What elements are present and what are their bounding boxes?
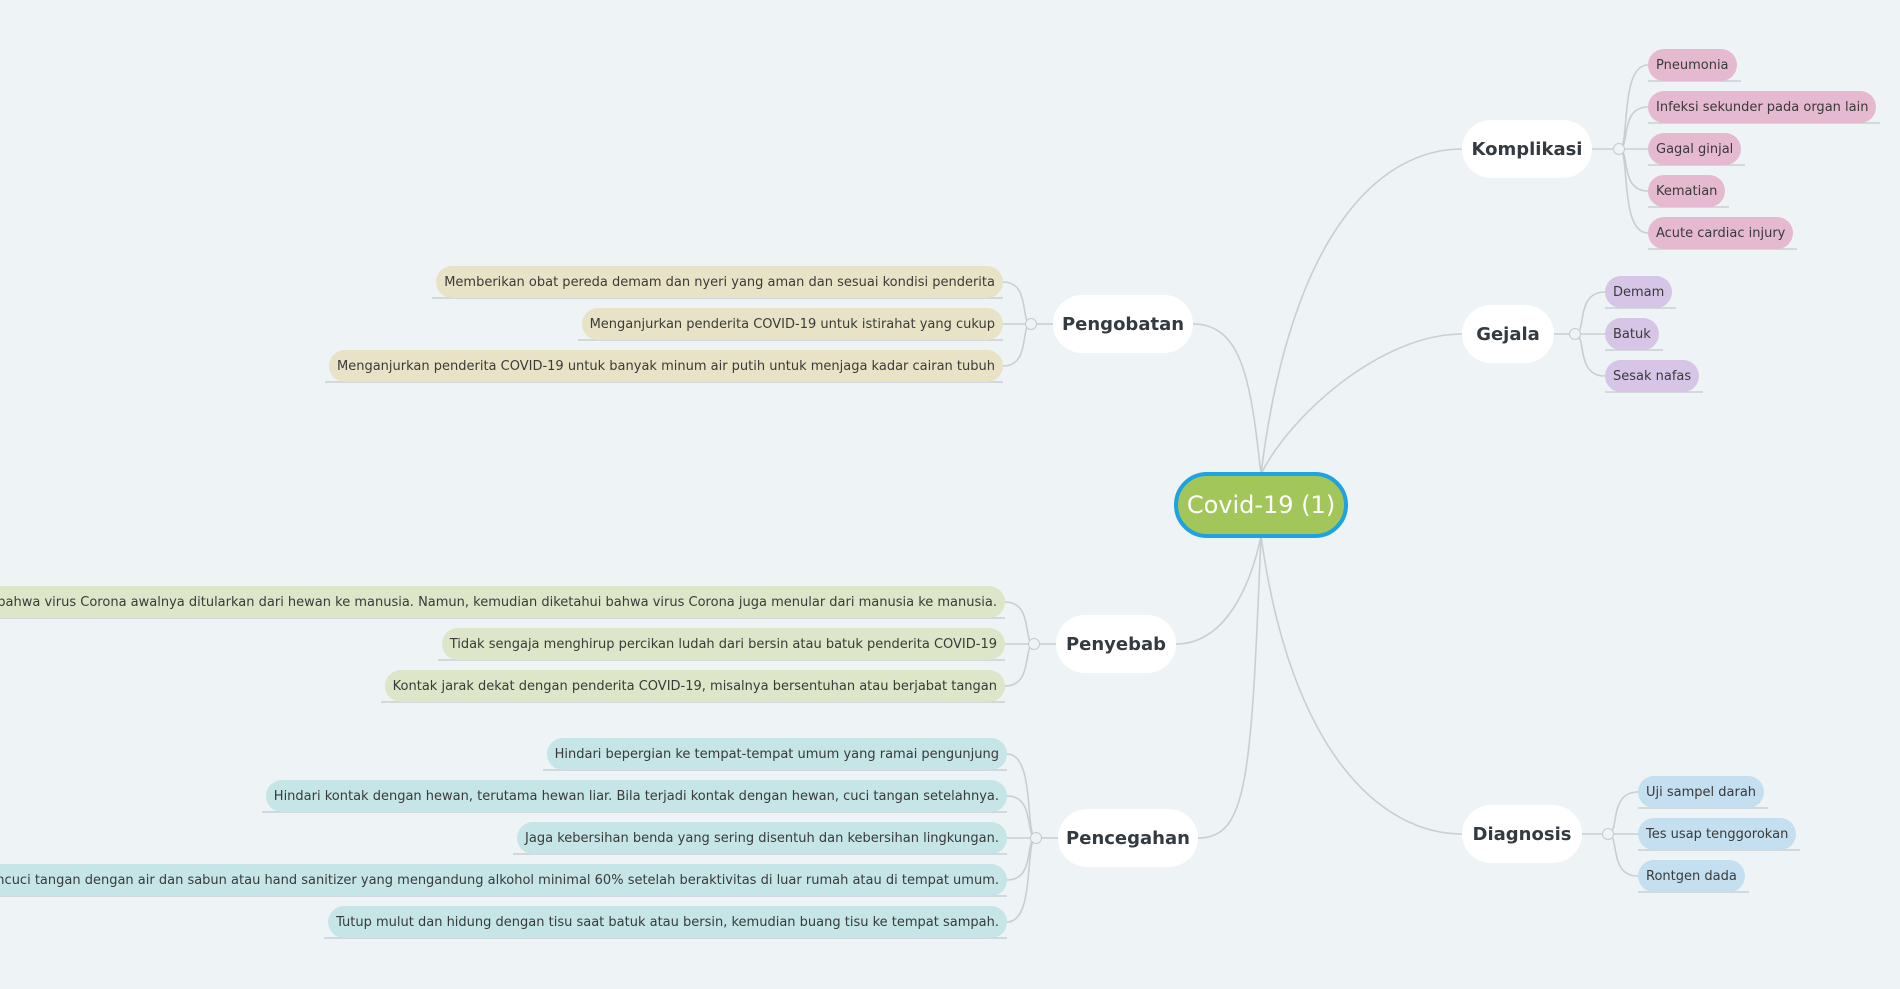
pengobatan-leaf[interactable]: Menganjurkan penderita COVID-19 untuk ba… xyxy=(329,350,1003,382)
central-topic[interactable]: Covid-19 (1) xyxy=(1174,472,1348,538)
root-to-pencegahan-connector xyxy=(1197,535,1262,839)
diagnosis-leaf-connector xyxy=(1607,791,1639,835)
branch-pengobatan[interactable]: Pengobatan xyxy=(1053,295,1193,353)
diagnosis-leaf-connector xyxy=(1607,833,1639,877)
penyebab-collapse-hub[interactable] xyxy=(1028,638,1040,650)
diagnosis-leaf[interactable]: Uji sampel darah xyxy=(1638,776,1765,808)
pengobatan-leaf[interactable]: Menganjurkan penderita COVID-19 untuk is… xyxy=(581,308,1003,340)
pengobatan-leaf-connector xyxy=(1002,281,1032,325)
branch-diagnosis[interactable]: Diagnosis xyxy=(1462,805,1582,863)
root-to-diagnosis-connector xyxy=(1260,535,1463,835)
root-to-komplikasi-connector xyxy=(1260,148,1463,475)
diagnosis-leaf[interactable]: Rontgen dada xyxy=(1638,860,1745,892)
pencegahan-leaf[interactable]: Jaga kebersihan benda yang sering disent… xyxy=(517,822,1007,854)
komplikasi-leaf[interactable]: Acute cardiac injury xyxy=(1648,217,1794,249)
gejala-collapse-hub[interactable] xyxy=(1569,328,1581,340)
root-to-penyebab-connector xyxy=(1175,535,1262,645)
gejala-leaf[interactable]: Demam xyxy=(1605,276,1673,308)
diagnosis-collapse-hub[interactable] xyxy=(1602,828,1614,840)
gejala-leaf-connector xyxy=(1574,333,1606,377)
penyebab-leaf[interactable]: Ada dugaan bahwa virus Corona awalnya di… xyxy=(0,586,1005,618)
branch-penyebab[interactable]: Penyebab xyxy=(1056,615,1176,673)
pencegahan-collapse-hub[interactable] xyxy=(1030,832,1042,844)
gejala-leaf-connector xyxy=(1574,291,1606,335)
komplikasi-collapse-hub[interactable] xyxy=(1613,143,1625,155)
penyebab-leaf[interactable]: Tidak sengaja menghirup percikan ludah d… xyxy=(441,628,1005,660)
komplikasi-leaf[interactable]: Kematian xyxy=(1648,175,1726,207)
pencegahan-leaf[interactable]: Hindari kontak dengan hewan, terutama he… xyxy=(265,780,1007,812)
pengobatan-collapse-hub[interactable] xyxy=(1025,318,1037,330)
root-to-pengobatan-connector xyxy=(1192,323,1262,475)
gejala-leaf[interactable]: Sesak nafas xyxy=(1605,360,1700,392)
diagnosis-leaf[interactable]: Tes usap tenggorokan xyxy=(1638,818,1797,850)
komplikasi-leaf[interactable]: Pneumonia xyxy=(1648,49,1737,81)
penyebab-leaf[interactable]: Kontak jarak dekat dengan penderita COVI… xyxy=(384,670,1005,702)
gejala-leaf[interactable]: Batuk xyxy=(1605,318,1659,350)
root-to-gejala-connector xyxy=(1260,333,1463,475)
komplikasi-leaf[interactable]: Gagal ginjal xyxy=(1648,133,1742,165)
branch-komplikasi[interactable]: Komplikasi xyxy=(1462,120,1592,178)
penyebab-leaf-connector xyxy=(1004,601,1035,645)
pencegahan-leaf[interactable]: Rutin mencuci tangan dengan air dan sabu… xyxy=(0,864,1007,896)
penyebab-leaf-connector xyxy=(1004,643,1035,687)
pengobatan-leaf[interactable]: Memberikan obat pereda demam dan nyeri y… xyxy=(436,266,1003,298)
pengobatan-leaf-connector xyxy=(1002,323,1032,367)
komplikasi-leaf[interactable]: Infeksi sekunder pada organ lain xyxy=(1648,91,1877,123)
pencegahan-leaf[interactable]: Tutup mulut dan hidung dengan tisu saat … xyxy=(328,906,1007,938)
branch-gejala[interactable]: Gejala xyxy=(1462,305,1554,363)
pencegahan-leaf[interactable]: Hindari bepergian ke tempat-tempat umum … xyxy=(546,738,1007,770)
branch-pencegahan[interactable]: Pencegahan xyxy=(1058,809,1198,867)
